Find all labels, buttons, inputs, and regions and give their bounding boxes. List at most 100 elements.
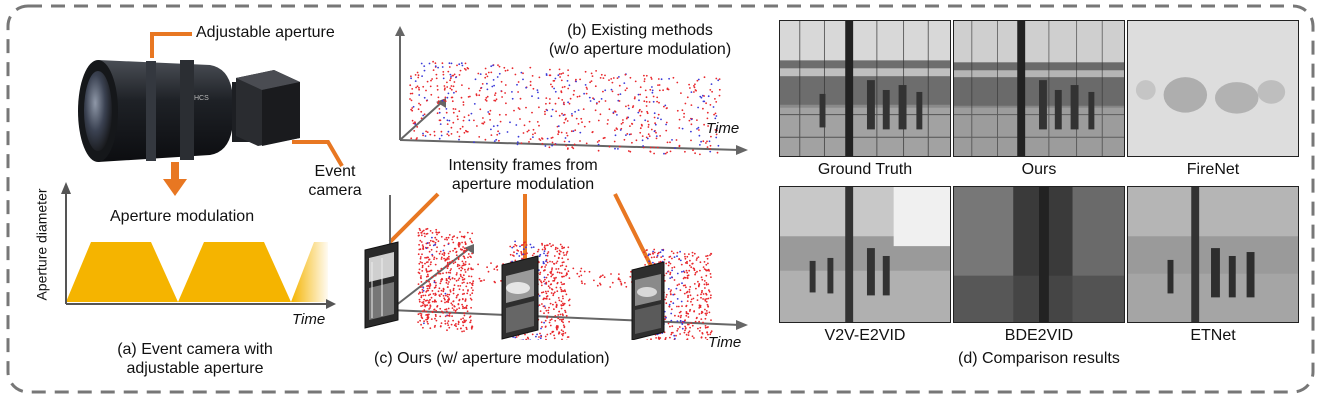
event-dot — [500, 90, 503, 93]
event-dot — [453, 235, 455, 238]
event-dot — [538, 255, 541, 258]
event-dot — [600, 73, 603, 76]
event-dot — [459, 285, 462, 287]
panel-b-title-line1: (b) Existing methods — [567, 22, 713, 39]
event-dot — [435, 231, 438, 234]
event-dot — [541, 291, 543, 294]
event-dot — [434, 263, 437, 266]
event-dot — [417, 321, 419, 323]
event-dot — [545, 254, 547, 257]
event-dot — [711, 90, 713, 93]
event-dot — [571, 114, 573, 117]
event-dot — [618, 145, 621, 148]
event-dot — [562, 251, 565, 254]
event-dot — [562, 302, 564, 305]
event-dot — [710, 276, 712, 278]
event-dot — [556, 247, 559, 250]
event-dot — [511, 97, 514, 100]
event-dot — [651, 89, 654, 92]
event-dot — [425, 310, 427, 313]
event-dot — [653, 256, 656, 258]
event-dot — [462, 119, 465, 122]
event-dot — [414, 123, 416, 125]
event-dot — [562, 318, 565, 321]
event-dot — [532, 246, 535, 248]
event-dot — [418, 102, 420, 105]
aperture-plot — [61, 182, 336, 309]
event-dot — [505, 102, 507, 105]
event-dot — [658, 261, 660, 263]
event-dot — [643, 251, 645, 253]
event-dot — [645, 74, 648, 77]
event-dot — [566, 250, 569, 253]
event-dot — [452, 262, 455, 265]
event-dot — [434, 65, 437, 68]
event-dot — [545, 73, 548, 75]
event-dot — [710, 319, 712, 321]
event-dot — [698, 313, 701, 315]
event-dot — [594, 109, 597, 112]
event-dot — [656, 254, 659, 257]
event-dot — [627, 150, 630, 152]
event-dot — [676, 329, 679, 332]
event-dot — [684, 276, 687, 279]
event-dot — [590, 72, 593, 75]
event-dot — [455, 251, 458, 254]
event-dot — [515, 244, 518, 247]
event-dot — [433, 326, 436, 328]
event-dot — [444, 265, 447, 268]
event-dot — [457, 303, 460, 306]
event-dot — [419, 319, 421, 322]
event-dot — [440, 280, 442, 283]
event-dot — [451, 315, 453, 317]
event-dot — [609, 286, 612, 288]
event-dot — [458, 277, 461, 280]
event-dot — [496, 76, 499, 78]
event-dot — [514, 243, 516, 246]
event-dot — [449, 272, 452, 274]
event-dot — [580, 117, 583, 120]
event-dot — [617, 93, 620, 96]
event-dot — [716, 151, 719, 154]
event-dot — [558, 253, 561, 256]
camera-callout-line — [292, 140, 344, 168]
event-dot — [471, 232, 474, 235]
event-dot — [554, 90, 557, 93]
event-dot — [438, 272, 440, 275]
event-dot — [498, 139, 500, 142]
event-dot — [546, 261, 549, 264]
event-dot — [619, 93, 622, 95]
event-dot — [648, 253, 650, 256]
event-dot — [419, 312, 421, 315]
event-dot — [533, 252, 535, 255]
event-dot — [498, 65, 501, 68]
event-dot — [458, 110, 461, 113]
event-dot — [453, 73, 456, 76]
event-dot — [597, 143, 600, 146]
event-dot — [440, 134, 443, 137]
event-dot — [657, 84, 659, 86]
event-dot — [693, 337, 695, 339]
event-dot — [548, 306, 550, 309]
event-dot — [492, 79, 495, 81]
aperture-callout-line — [150, 32, 192, 58]
event-dot — [562, 72, 564, 74]
event-dot — [545, 264, 547, 266]
event-dot — [471, 252, 473, 255]
event-dot — [427, 265, 430, 268]
event-dot — [564, 332, 567, 334]
event-dot — [579, 140, 581, 142]
event-dot — [705, 282, 708, 284]
event-dot — [467, 267, 470, 270]
event-dot — [657, 252, 659, 255]
event-dot — [684, 150, 686, 153]
event-dot — [435, 300, 437, 303]
event-dot — [697, 126, 700, 129]
event-dot — [421, 253, 423, 256]
event-dot — [431, 290, 434, 292]
event-dot — [422, 248, 425, 250]
event-dot — [707, 283, 710, 286]
event-dot — [643, 78, 646, 80]
event-dot — [424, 294, 427, 297]
event-dot — [443, 254, 445, 257]
